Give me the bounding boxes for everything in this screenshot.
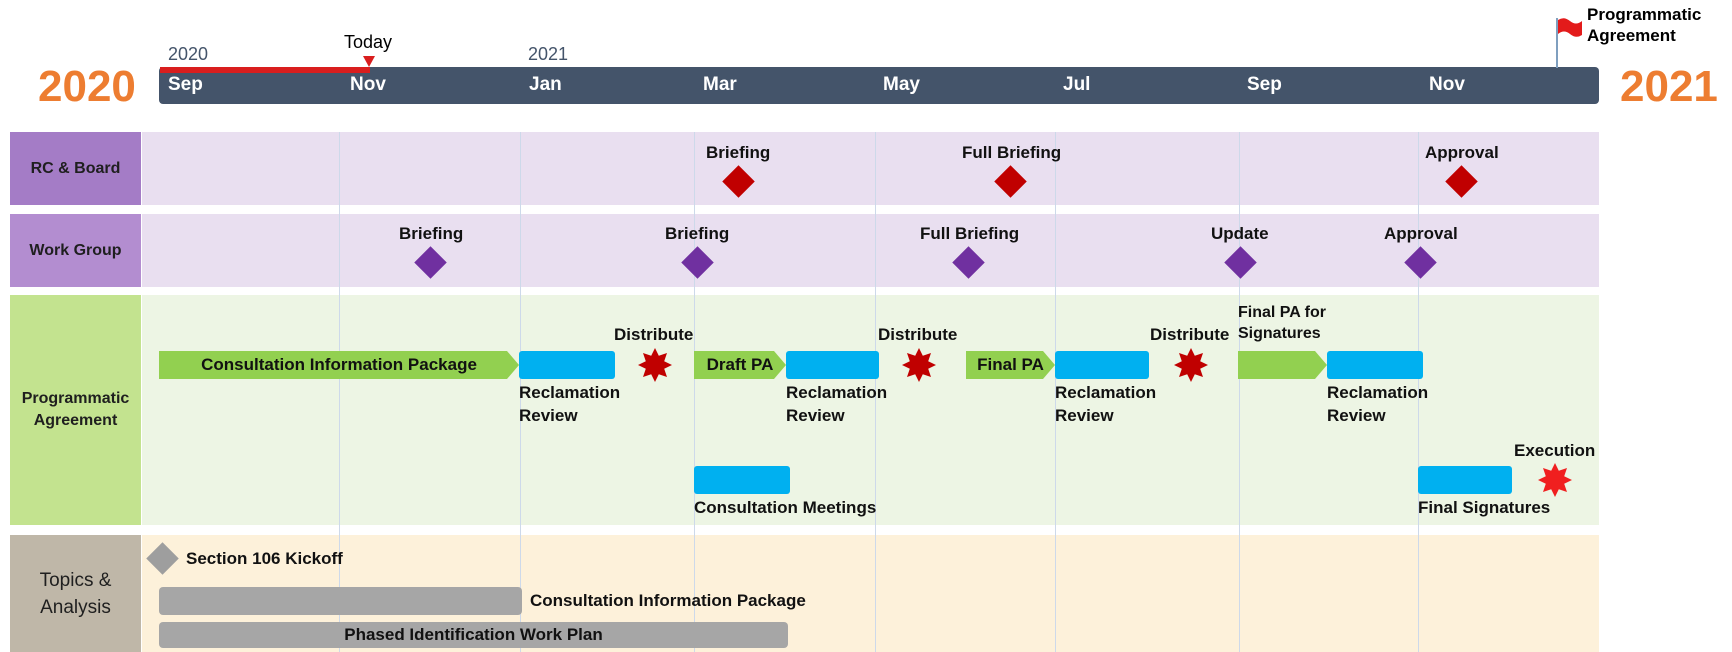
gridline [1418,132,1419,652]
month-label: Mar [703,74,737,95]
distribute-label: Distribute [614,325,694,344]
gridline [339,132,340,652]
task-label: Final PA for Signatures [1238,304,1326,342]
gridline [1239,132,1240,652]
distribute-star-icon [902,348,936,382]
lane-label-work-group: Work Group [10,214,141,287]
flag-pole [1556,18,1558,68]
today-label: Today [344,32,393,52]
distribute-star-icon [1174,348,1208,382]
task-final-pa: Final PA [966,351,1055,379]
task-consultation-information-package-bar [159,587,522,615]
milestone-label: Update [1211,224,1269,243]
distribute-label: Distribute [1150,325,1230,344]
lane-label-programmatic-agreement: Programmatic Agreement [10,295,141,525]
task-label: Consultation Information Package [530,591,806,610]
milestone-label: Approval [1425,143,1499,162]
distribute-label: Distribute [878,325,958,344]
milestone-label: Briefing [706,143,771,162]
today-progress-bar [160,67,370,73]
lane-label-rc-board: RC & Board [10,132,141,205]
task-reclamation-review [519,351,615,379]
gridline [520,132,521,652]
milestone-label: Approval [1384,224,1458,243]
task-final-pa-signatures [1238,351,1327,379]
execution-label: Execution [1514,441,1596,460]
timeline-bar [159,67,1599,104]
flag-icon [1558,18,1582,37]
task-label: Reclamation Review [519,383,621,425]
milestone-flag-label: Programmatic Agreement [1587,5,1702,45]
task-final-signatures [1418,466,1512,494]
distribute-star-icon [638,348,672,382]
milestone-label: Full Briefing [920,224,1020,243]
kickoff-label: Section 106 Kickoff [186,549,343,568]
month-label: Jan [529,74,562,95]
task-draft-pa: Draft PA [694,351,786,379]
month-label: Sep [1247,74,1282,95]
task-label: Final Signatures [1418,498,1551,517]
task-reclamation-review [1055,351,1149,379]
lane-label-topics-analysis: Topics & Analysis [10,535,141,652]
year-left: 2020 [38,62,136,111]
gridline [694,132,695,652]
task-consultation-meetings [694,466,790,494]
gridline [1055,132,1056,652]
month-label: Nov [350,74,386,95]
year-marker-2020: 2020 [168,44,209,64]
lane-rc-board [142,132,1599,205]
task-phased-identification-work-plan: Phased Identification Work Plan [159,622,788,648]
month-label: Nov [1429,74,1465,95]
task-reclamation-review [1327,351,1423,379]
milestone-label: Briefing [399,224,464,243]
task-label: Reclamation Review [786,383,888,425]
task-consultation-information-package: Consultation Information Package [159,351,519,379]
task-label: Reclamation Review [1327,383,1429,425]
lane-programmatic-agreement [142,295,1599,525]
year-marker-2021: 2021 [528,44,569,64]
gridline [875,132,876,652]
month-label: Jul [1063,74,1091,95]
month-label: Sep [168,74,203,95]
task-reclamation-review [786,351,879,379]
month-label: May [883,74,920,95]
task-label: Consultation Meetings [694,498,877,517]
task-label: Reclamation Review [1055,383,1157,425]
milestone-label: Full Briefing [962,143,1062,162]
lane-work-group [142,214,1599,287]
execution-star-icon [1538,463,1572,497]
today-marker-icon [363,56,375,67]
year-right: 2021 [1620,62,1718,111]
milestone-label: Briefing [665,224,730,243]
